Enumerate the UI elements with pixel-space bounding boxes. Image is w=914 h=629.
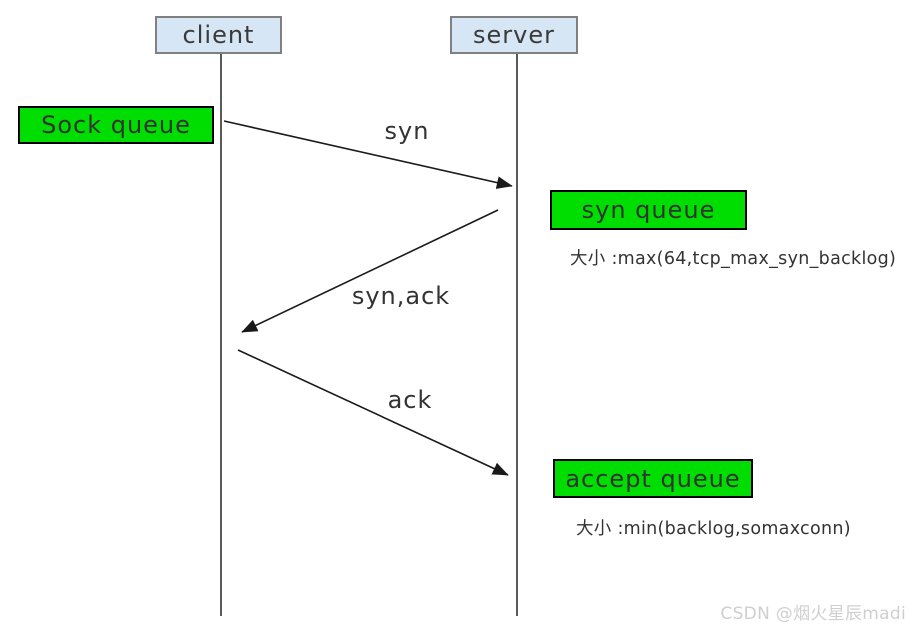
ack-arrow (237, 349, 509, 476)
actor-label-server: server (473, 21, 555, 49)
accept-queue-box: accept queue (553, 459, 753, 498)
syn-ack-arrow (241, 209, 499, 333)
actor-box-server: server (450, 16, 578, 54)
actor-label-client: client (182, 21, 255, 49)
syn-queue-box: syn queue (550, 190, 747, 230)
syn-arrow (223, 120, 513, 189)
syn-queue-size-note: 大小 :max(64,tcp_max_syn_backlog) (570, 249, 897, 269)
accept-queue-size-note: 大小 :min(backlog,somaxconn) (576, 519, 851, 539)
sock-queue-box: Sock queue (18, 106, 214, 144)
ack-message-label: ack (387, 386, 433, 414)
actor-box-client: client (155, 16, 282, 54)
syn-queue-label: syn queue (581, 196, 716, 224)
accept-queue-label: accept queue (565, 464, 741, 493)
sock-queue-label: Sock queue (41, 111, 191, 139)
syn-ack-message-label: syn,ack (351, 282, 451, 310)
syn-message-label: syn (384, 117, 430, 145)
csdn-watermark: CSDN @烟火星辰madi (720, 604, 906, 624)
